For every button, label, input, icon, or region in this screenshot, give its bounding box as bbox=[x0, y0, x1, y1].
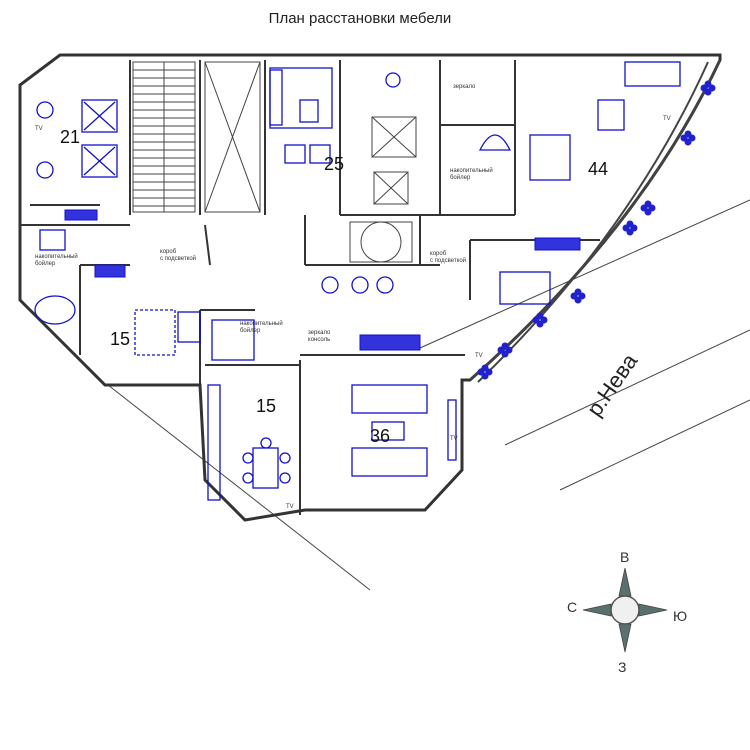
compass-east: В bbox=[620, 549, 629, 565]
compass-west: З bbox=[618, 659, 626, 675]
compass-south: Ю bbox=[673, 608, 687, 624]
note-tv-5: TV bbox=[475, 353, 483, 359]
note-tv-3: TV bbox=[450, 436, 458, 442]
room36-furniture bbox=[321, 276, 457, 477]
note-mirror-1: зеркало bbox=[453, 84, 476, 90]
note-tv-1: TV bbox=[35, 126, 43, 132]
lift-shaft bbox=[204, 61, 261, 213]
outer-wall bbox=[18, 53, 722, 522]
kitchen-furniture bbox=[207, 319, 291, 501]
note-korob-1: короб bbox=[160, 249, 177, 255]
flower-decor bbox=[640, 200, 656, 216]
flower-decor bbox=[680, 130, 696, 146]
room-label-15-kitchen: 15 bbox=[256, 396, 276, 416]
note-boiler-2: накопительный bbox=[450, 167, 493, 174]
compass-needle-right bbox=[638, 603, 668, 617]
curved-facade-inner bbox=[477, 61, 709, 383]
elevators bbox=[349, 116, 417, 263]
room-label-21: 21 bbox=[60, 127, 80, 147]
flower-decor bbox=[622, 220, 638, 236]
note-mirror-2: зеркало bbox=[308, 330, 331, 336]
flower-decor bbox=[477, 364, 493, 380]
note-boiler-3b: бойлер bbox=[240, 327, 261, 334]
riverbank-line-3 bbox=[559, 399, 750, 491]
decor-flowers bbox=[477, 80, 716, 380]
site-boundary bbox=[107, 384, 371, 591]
compass-needle-down bbox=[618, 623, 632, 653]
staircase bbox=[132, 61, 196, 213]
flower-decor bbox=[497, 342, 513, 358]
curved-facade-outer bbox=[469, 59, 721, 381]
note-boiler-2b: бойлер bbox=[450, 174, 471, 181]
note-boiler-3: накопительный bbox=[240, 320, 283, 327]
room-label-44: 44 bbox=[588, 159, 608, 179]
riverbank-line-2 bbox=[504, 329, 750, 446]
compass-north: С bbox=[567, 599, 577, 615]
compass-needle-left bbox=[582, 603, 612, 617]
room-label-25: 25 bbox=[324, 154, 344, 174]
note-tv-4: TV bbox=[286, 504, 294, 510]
note-korob-2b: с подсветкой bbox=[430, 257, 466, 264]
compass-rose: В С Ю З bbox=[567, 549, 687, 675]
room25-furniture bbox=[269, 67, 401, 164]
plan-title: План расстановки мебели bbox=[268, 10, 452, 27]
compass-needle-up bbox=[618, 567, 632, 597]
riverbank-line bbox=[419, 199, 750, 349]
flower-decor bbox=[570, 288, 586, 304]
room21-furniture bbox=[34, 99, 118, 325]
note-boiler-1: накопительный bbox=[35, 253, 78, 260]
room-label-15-left: 15 bbox=[110, 329, 130, 349]
room-label-36: 36 bbox=[370, 426, 390, 446]
room44-furniture bbox=[478, 61, 681, 305]
note-boiler-1b: бойлер bbox=[35, 260, 56, 267]
note-tv-2: TV bbox=[663, 116, 671, 122]
note-korob-1b: с подсветкой bbox=[160, 255, 196, 262]
flower-decor bbox=[532, 312, 548, 328]
note-mirror-2b: консоль bbox=[308, 337, 330, 343]
flower-decor bbox=[700, 80, 716, 96]
note-korob-2: короб bbox=[430, 251, 447, 257]
room15-left-furniture bbox=[94, 264, 201, 356]
interior-walls bbox=[20, 60, 600, 515]
